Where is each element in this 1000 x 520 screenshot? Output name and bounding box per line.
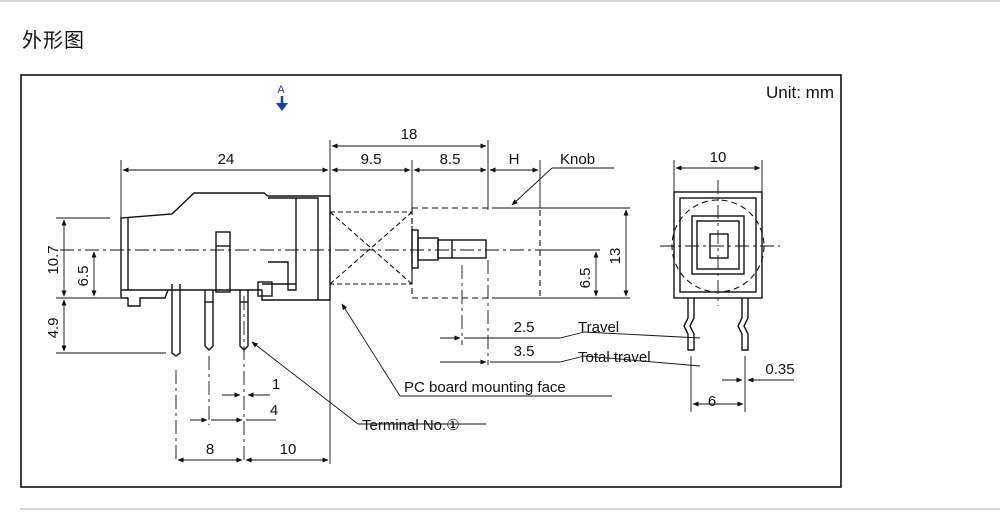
dim-total-travel: 3.5 (514, 343, 535, 360)
plunger (411, 229, 487, 269)
view-marker-a: A (276, 84, 288, 111)
view-marker-letter: A (277, 84, 285, 96)
stem-crossed-box (329, 211, 413, 285)
dim-knob-center: 6.5 (577, 268, 594, 289)
dim-pitch-left: 8 (206, 441, 214, 458)
drawing-frame (20, 74, 842, 488)
front-view-dimensions (673, 160, 794, 412)
dim-pitch-mid: 4 (270, 402, 278, 419)
dim-travel: 2.5 (514, 319, 535, 336)
leader-lines (251, 167, 701, 425)
dim-height-center: 6.5 (75, 266, 92, 287)
dim-terminal-thickness: 0.35 (765, 361, 794, 378)
down-arrow-icon (276, 103, 288, 111)
label-pc-board: PC board mounting face (404, 379, 566, 396)
label-total-travel: Total travel (578, 349, 651, 366)
center-lines (60, 249, 600, 460)
dim-knob-h: H (509, 151, 520, 168)
dim-side-width: 10 (710, 149, 727, 166)
label-terminal: Terminal No.① (362, 417, 460, 434)
front-view-center-lines (660, 180, 780, 306)
extension-lines (56, 140, 630, 464)
side-view-body (120, 192, 331, 357)
label-knob: Knob (560, 151, 595, 168)
dim-pitch-right: 10 (280, 441, 297, 458)
bottom-divider (20, 508, 1000, 510)
top-divider (0, 0, 1000, 2)
knob-outline (411, 207, 541, 299)
dim-knob-offset: 8.5 (440, 151, 461, 168)
dimension-arrows (61, 143, 629, 463)
page-title: 外形图 (22, 28, 85, 52)
dim-front-offset: 9.5 (361, 151, 382, 168)
dim-pitch-small: 1 (272, 376, 280, 393)
dim-stroke-length: 18 (401, 126, 418, 143)
dim-height-total: 10.7 (45, 245, 62, 274)
dim-overall-length: 24 (218, 151, 235, 168)
label-travel: Travel (578, 319, 619, 336)
unit-label: Unit: mm (766, 83, 834, 102)
dim-terminal-length: 4.9 (45, 318, 62, 339)
dim-side-height: 13 (607, 248, 624, 265)
dim-side-base: 6 (708, 393, 716, 410)
